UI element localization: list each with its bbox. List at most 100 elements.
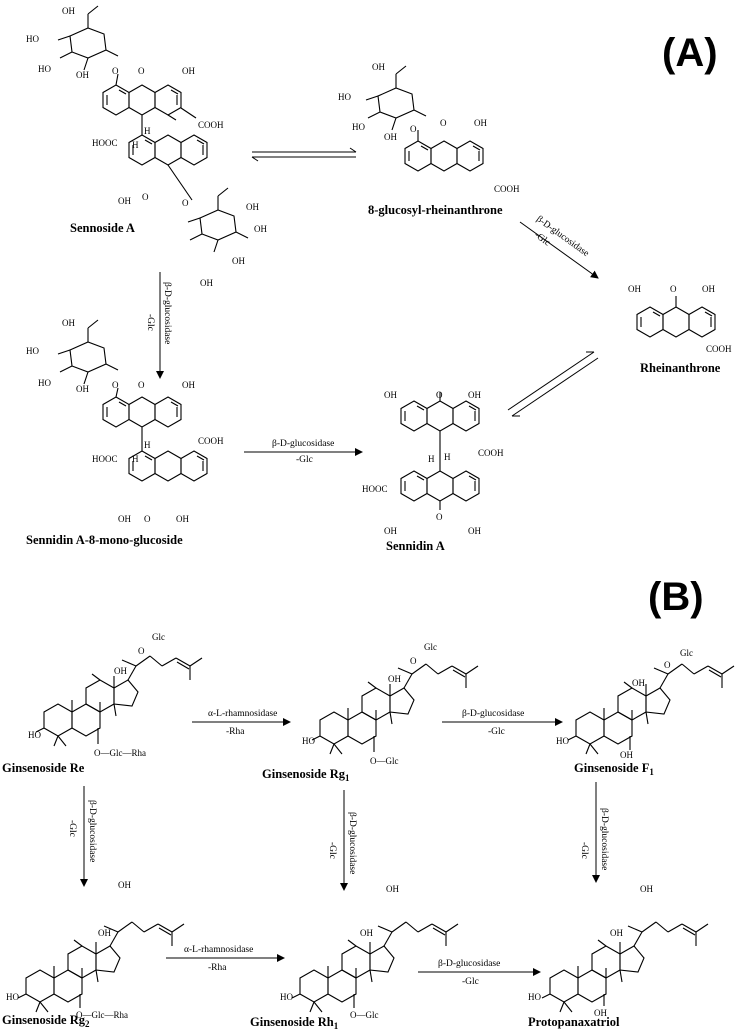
atom-label: O <box>436 512 443 522</box>
sennidin-a-structure <box>400 392 480 510</box>
atom-label: O <box>436 390 443 400</box>
atom-label: O <box>664 660 671 670</box>
atom-label: OH <box>386 884 399 894</box>
atom-label: OH <box>474 118 487 128</box>
reaction-loss-label: -Glc <box>145 314 155 331</box>
reaction-enzyme-label: β-D-glucosidase <box>347 812 357 874</box>
sennidin-a-label: Sennidin A <box>386 539 445 553</box>
atom-label: O—Glc—Rha <box>94 748 146 758</box>
atom-label: O <box>182 198 189 208</box>
equilibrium-arrow <box>251 147 357 162</box>
sennoside-a-label: Sennoside A <box>70 221 135 235</box>
reaction-arrow <box>519 221 599 279</box>
atom-label: OH <box>98 928 111 938</box>
atom-label: OH <box>118 196 131 206</box>
atom-label: HO <box>28 730 41 740</box>
atom-label: OH <box>176 514 189 524</box>
atom-label: OH <box>200 278 213 288</box>
reaction-enzyme-label: β-D-glucosidase <box>87 800 97 862</box>
atom-label: O <box>112 380 119 390</box>
atom-label: HOOC <box>362 484 388 494</box>
atom-label: OH <box>468 390 481 400</box>
atom-label: O <box>440 118 447 128</box>
atom-label: OH <box>384 132 397 142</box>
atom-label: OH <box>702 284 715 294</box>
atom-label: OH <box>640 884 653 894</box>
atom-label: OH <box>360 928 373 938</box>
atom-label: Glc <box>152 632 165 642</box>
atom-label: HO <box>280 992 293 1002</box>
atom-label: OH <box>118 880 131 890</box>
ginsenoside-re-label: Ginsenoside Re <box>2 761 85 775</box>
reaction-enzyme-label: α-L-rhamnosidase <box>184 945 253 955</box>
atom-label: H <box>144 126 151 136</box>
atom-label: HO <box>556 736 569 746</box>
atom-label: HOOC <box>92 454 118 464</box>
atom-label: H <box>132 140 139 150</box>
atom-label: O <box>144 514 151 524</box>
atom-label: Glc <box>680 648 693 658</box>
glucosyl-rheinanthrone-structure <box>365 65 484 172</box>
atom-label: HO <box>26 34 39 44</box>
atom-label: HO <box>38 64 51 74</box>
reaction-loss-label: -Glc <box>462 977 479 987</box>
atom-label: COOH <box>478 448 504 458</box>
reaction-enzyme-label: β-D-glucosidase <box>462 709 524 719</box>
atom-label: HO <box>352 122 365 132</box>
atom-label: HO <box>38 378 51 388</box>
reaction-loss-label: -Glc <box>579 842 589 859</box>
reaction-loss-label: -Rha <box>226 727 245 737</box>
atom-label: OH <box>632 678 645 688</box>
atom-label: OH <box>232 256 245 266</box>
atom-label: OH <box>246 202 259 212</box>
reaction-loss-label: -Glc <box>296 455 313 465</box>
ginsenoside-f1-name: Ginsenoside F <box>574 761 650 775</box>
atom-label: OH <box>384 526 397 536</box>
ginsenoside-rh1-structure <box>291 921 459 1013</box>
ginsenoside-rg2-name: Ginsenoside Rg <box>2 1013 86 1027</box>
ginsenoside-rg1-label: Ginsenoside Rg1 <box>262 767 350 783</box>
ginsenoside-rg2-label: Ginsenoside Rg2 <box>2 1013 90 1029</box>
atom-label: OH <box>76 384 89 394</box>
ginsenoside-rg2-structure <box>17 921 185 1013</box>
ginsenoside-f1-subscript: 1 <box>649 767 654 777</box>
atom-label: OH <box>118 514 131 524</box>
atom-label: O <box>138 646 145 656</box>
ginsenoside-rg2-subscript: 2 <box>85 1019 90 1029</box>
reaction-loss-label: -Glc <box>67 820 77 837</box>
atom-label: OH <box>628 284 641 294</box>
atom-label: COOH <box>494 184 520 194</box>
sennoside-a-structure <box>57 5 249 253</box>
ginsenoside-f1-label: Ginsenoside F1 <box>574 761 654 777</box>
atom-label: O—Glc—Rha <box>76 1010 128 1020</box>
atom-label: HOOC <box>92 138 118 148</box>
atom-label: OH <box>182 380 195 390</box>
protopanaxatriol-structure <box>541 921 709 1013</box>
ginsenoside-rg1-structure <box>311 663 479 755</box>
reaction-enzyme-label: α-L-rhamnosidase <box>208 709 277 719</box>
reaction-enzyme-label: β-D-glucosidase <box>438 959 500 969</box>
panel-label-a: (A) <box>662 31 718 75</box>
atom-label: HO <box>338 92 351 102</box>
atom-label: OH <box>594 1008 607 1018</box>
reaction-enzyme-label: β-D-glucosidase <box>599 808 609 870</box>
atom-label: Glc <box>424 642 437 652</box>
atom-label: COOH <box>706 344 732 354</box>
atom-label: O <box>112 66 119 76</box>
sennidin-a-glucoside-structure <box>57 319 208 482</box>
atom-label: O—Glc <box>350 1010 379 1020</box>
ginsenoside-rg1-subscript: 1 <box>345 773 350 783</box>
ginsenoside-rh1-label: Ginsenoside Rh1 <box>250 1015 339 1031</box>
reaction-loss-label: -Glc <box>327 842 337 859</box>
atom-label: O <box>142 192 149 202</box>
atom-label: OH <box>254 224 267 234</box>
atom-label: O <box>138 380 145 390</box>
atom-label: H <box>444 452 451 462</box>
panel-label-b: (B) <box>648 575 704 619</box>
atom-label: OH <box>182 66 195 76</box>
atom-label: OH <box>620 750 633 760</box>
atom-label: OH <box>62 318 75 328</box>
atom-label: OH <box>384 390 397 400</box>
ginsenoside-rh1-name: Ginsenoside Rh <box>250 1015 334 1029</box>
